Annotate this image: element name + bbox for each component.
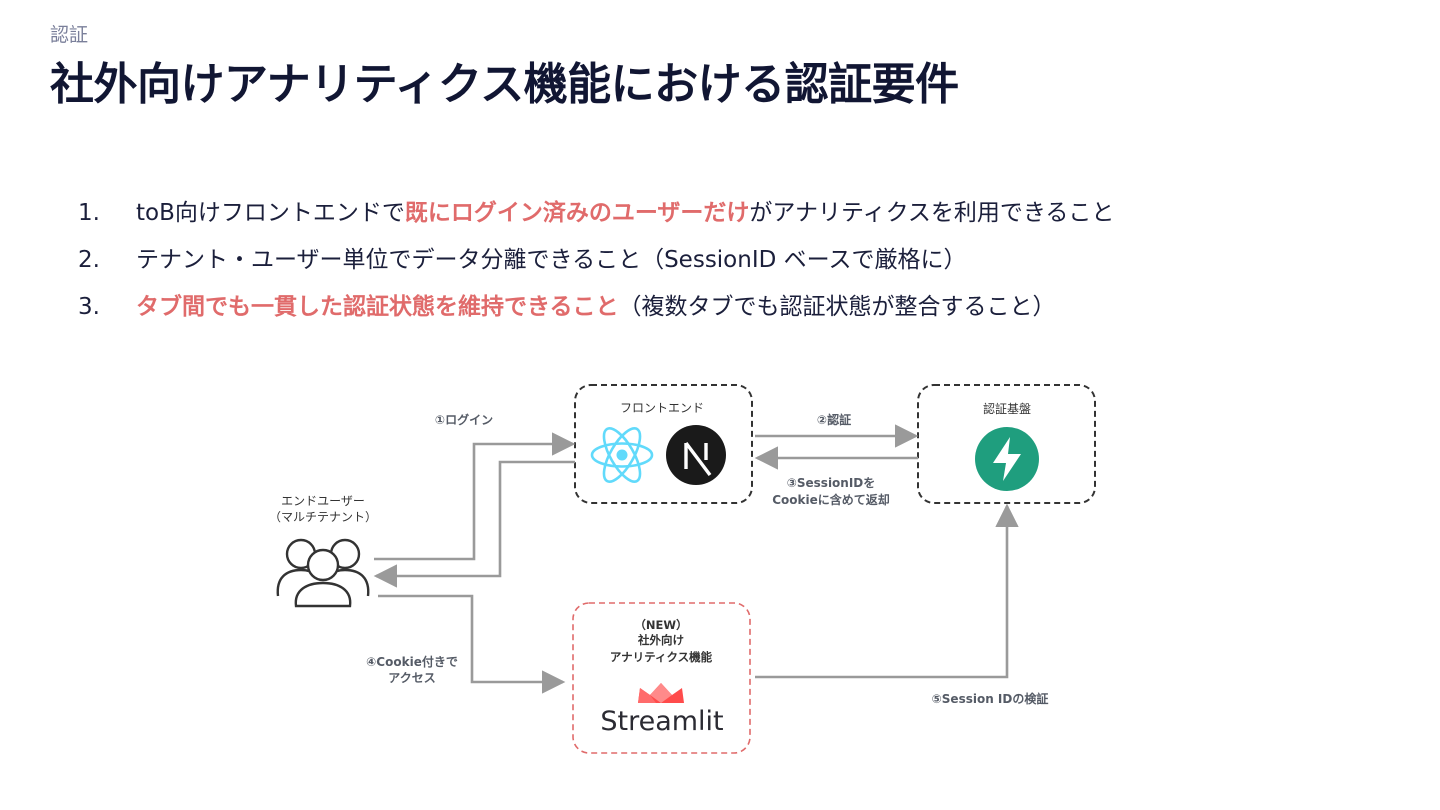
requirement-number: 2.	[78, 247, 100, 273]
section-eyebrow: 認証	[50, 24, 89, 46]
users-group-icon	[276, 538, 370, 608]
step1-label: ①ログイン	[435, 412, 493, 427]
requirement-text: テナント・ユーザー単位でデータ分離できること（SessionID ベースで厳格に…	[136, 247, 967, 273]
requirement-text: toB向けフロントエンドで	[136, 200, 405, 226]
requirement-number: 1.	[78, 200, 100, 226]
arrow-verify	[755, 503, 1019, 679]
requirement-item: 1. toB向けフロントエンドで既にログイン済みのユーザーだけがアナリティクスを利…	[78, 193, 1114, 227]
step4-label-2: アクセス	[388, 671, 435, 685]
step5-label: ⑤Session IDの検証	[932, 691, 1049, 706]
arrow-cookie-access	[378, 594, 566, 694]
frontend-label: フロントエンド	[620, 401, 704, 415]
react-icon	[590, 427, 654, 483]
supabase-bolt-icon	[975, 427, 1039, 491]
requirement-number: 3.	[78, 294, 100, 320]
requirement-item: 2. テナント・ユーザー単位でデータ分離できること（SessionID ベースで厳…	[78, 240, 967, 274]
user-label-2: （マルチテナント）	[269, 510, 377, 524]
arrow-return-user	[373, 460, 575, 588]
auth-label: 認証基盤	[983, 401, 1031, 416]
requirement-item: 3. タブ間でも一貫した認証状態を維持できること（複数タブでも認証状態が整合するこ…	[78, 287, 1056, 321]
step3-label-2: Cookieに含めて返却	[772, 492, 890, 507]
requirement-highlight: 既にログイン済みのユーザーだけ	[404, 200, 750, 226]
requirement-text: がアナリティクスを利用できること	[749, 200, 1115, 226]
requirement-highlight: タブ間でも一貫した認証状態を維持できること	[136, 294, 619, 320]
requirement-text: （複数タブでも認証状態が整合すること）	[618, 294, 1056, 320]
arrow-login	[374, 432, 576, 561]
streamlit-wordmark: Streamlit	[600, 706, 723, 737]
step4-label-1: ④Cookie付きで	[366, 654, 458, 669]
step3-label-1: ③SessionIDを	[787, 476, 876, 490]
step2-label: ②認証	[817, 412, 851, 427]
user-label-1: エンドユーザー	[281, 494, 365, 508]
nextjs-icon	[666, 425, 726, 485]
streamlit-box	[572, 602, 751, 754]
new-label-2: 社外向け	[637, 633, 684, 647]
streamlit-crown-icon	[638, 683, 684, 703]
page-title: 社外向けアナリティクス機能における認証要件	[50, 59, 959, 110]
new-label-1: （NEW）	[634, 618, 687, 632]
new-label-3: アナリティクス機能	[610, 650, 713, 664]
